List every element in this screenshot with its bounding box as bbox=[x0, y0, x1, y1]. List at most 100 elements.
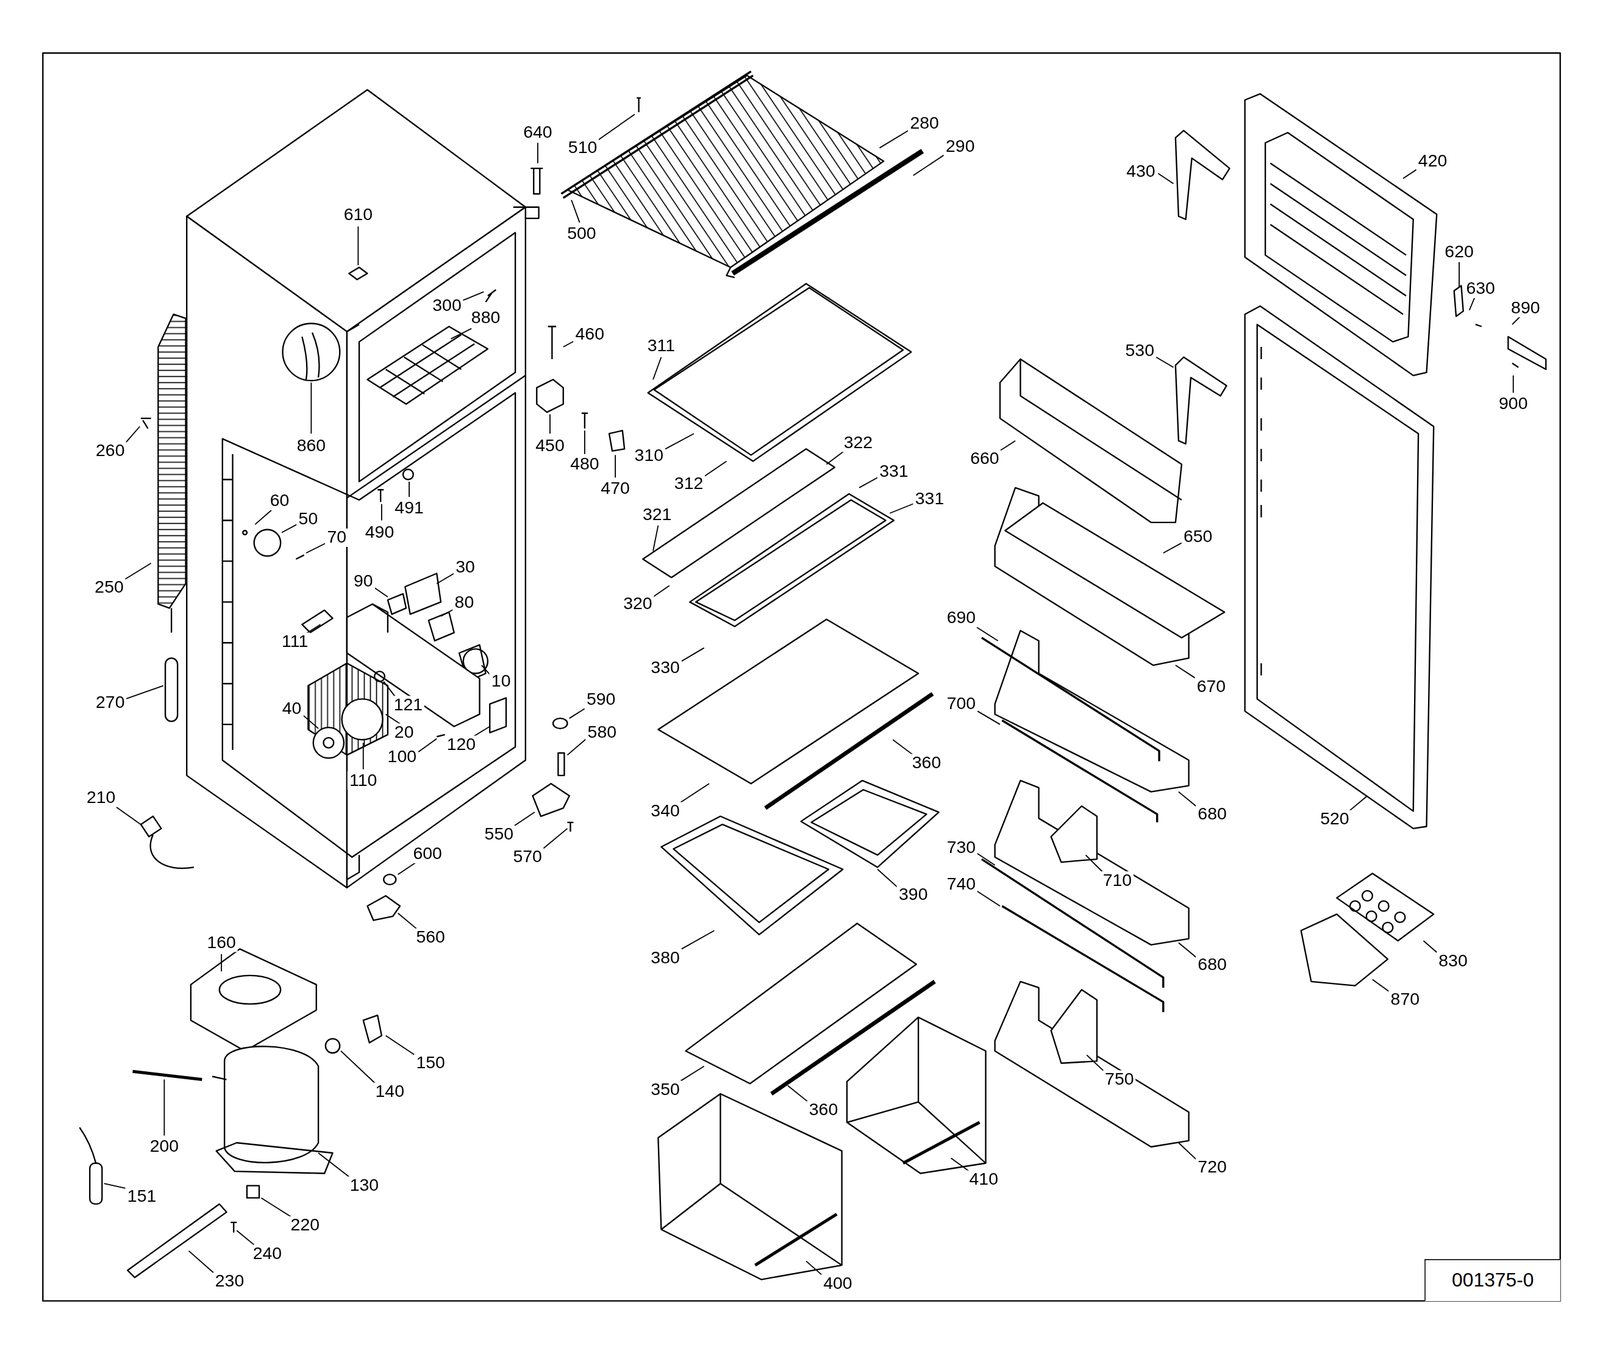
callout-number: 300 bbox=[430, 296, 464, 316]
callout-number: 491 bbox=[392, 498, 426, 518]
doors-and-gaskets-line bbox=[1270, 163, 1407, 315]
top-wire-shelf-line bbox=[636, 98, 641, 113]
glass-shelves-line bbox=[654, 287, 904, 455]
thermostat-and-lamp-line bbox=[372, 604, 388, 633]
callout-number: 360 bbox=[909, 754, 943, 773]
freezer-items-line bbox=[301, 332, 319, 380]
hinges-and-feet bbox=[367, 168, 625, 921]
top-wire-shelf-line bbox=[560, 71, 754, 199]
freezer-items-line bbox=[485, 289, 497, 302]
thermostat-and-lamp-line bbox=[387, 593, 407, 615]
callout-number: 60 bbox=[267, 492, 291, 511]
egg-tray-and-box-line bbox=[1378, 901, 1390, 912]
doors-and-gaskets-line bbox=[1245, 306, 1435, 829]
doors-and-gaskets-line bbox=[1175, 130, 1230, 220]
callout-number: 550 bbox=[482, 825, 516, 844]
thermostat-and-lamp-line bbox=[313, 727, 344, 758]
callout-number: 570 bbox=[510, 848, 544, 867]
thermostat-and-lamp-line bbox=[436, 734, 445, 737]
compressor-group-line bbox=[224, 1046, 319, 1163]
glass-shelves-line bbox=[695, 500, 886, 621]
callout-number: 140 bbox=[373, 1082, 407, 1102]
door-shelves-line bbox=[1020, 359, 1182, 500]
callout-number: 340 bbox=[648, 801, 682, 821]
callout-number: 470 bbox=[598, 479, 632, 499]
callout-number: 410 bbox=[967, 1170, 1000, 1189]
freezer-items-line bbox=[377, 489, 384, 502]
condenser bbox=[140, 314, 186, 722]
callout-number: 70 bbox=[325, 528, 349, 547]
callout-number: 880 bbox=[468, 309, 502, 328]
doors-and-gaskets-line bbox=[1257, 324, 1419, 811]
thermostat-and-lamp-line bbox=[342, 698, 383, 740]
callout-number: 312 bbox=[672, 474, 706, 493]
thermostat-and-lamp-line bbox=[242, 530, 247, 535]
cabinet-line bbox=[346, 207, 526, 888]
compressor-group-line bbox=[219, 975, 281, 1005]
hinges-and-feet-line bbox=[548, 326, 557, 360]
condenser-line bbox=[170, 607, 172, 633]
callout-number: 480 bbox=[568, 454, 602, 474]
callout-number: 590 bbox=[584, 690, 618, 710]
trays-and-crispers-line bbox=[657, 1093, 842, 1280]
cabinet-line bbox=[346, 375, 526, 499]
trays-and-crispers-line bbox=[846, 1017, 986, 1174]
trays-and-crispers-line bbox=[660, 1093, 842, 1266]
hinges-and-feet-line bbox=[553, 718, 568, 729]
freezer-items-line bbox=[379, 334, 475, 397]
callout-number: 740 bbox=[944, 875, 978, 894]
callout-number: 630 bbox=[1464, 279, 1497, 299]
callout-number: 20 bbox=[392, 723, 416, 742]
callout-number: 330 bbox=[648, 659, 682, 678]
callout-number: 100 bbox=[385, 748, 419, 767]
callout-number: 620 bbox=[1442, 242, 1476, 261]
callout-number: 650 bbox=[1181, 527, 1215, 546]
callout-number: 750 bbox=[1103, 1070, 1136, 1089]
compressor-group-line bbox=[325, 1039, 340, 1054]
hinges-and-feet-line bbox=[532, 783, 570, 817]
trays-and-crispers-line bbox=[660, 816, 843, 935]
thermostat-and-lamp-line bbox=[301, 610, 333, 633]
callout-number: 360 bbox=[806, 1101, 840, 1120]
callout-number: 200 bbox=[147, 1137, 181, 1157]
door-shelves-line bbox=[1051, 989, 1097, 1063]
trays-and-crispers-line bbox=[810, 789, 927, 855]
callout-number: 430 bbox=[1124, 162, 1158, 181]
compressor-group-line bbox=[230, 1222, 237, 1233]
callout-number: 40 bbox=[279, 700, 304, 719]
callout-number: 560 bbox=[414, 928, 447, 947]
doors-and-gaskets-line bbox=[1175, 357, 1227, 444]
callout-number: 150 bbox=[414, 1054, 447, 1073]
callout-number: 680 bbox=[1195, 956, 1229, 975]
leader-lines bbox=[104, 114, 1521, 1275]
callout-number: 331 bbox=[912, 489, 946, 508]
glass-shelves-line bbox=[648, 283, 912, 461]
part-number-text: 001375-0 bbox=[1445, 1269, 1540, 1293]
egg-tray-and-box-line bbox=[1350, 901, 1361, 912]
egg-tray-and-box-line bbox=[1395, 912, 1406, 923]
freezer-items-line bbox=[403, 469, 414, 480]
cabinet-line bbox=[346, 854, 360, 880]
egg-tray-and-box bbox=[1301, 873, 1435, 986]
thermostat-and-lamp-line bbox=[323, 737, 334, 749]
callout-number: 670 bbox=[1194, 677, 1228, 696]
callout-number: 530 bbox=[1123, 342, 1157, 361]
callout-number: 322 bbox=[841, 433, 875, 452]
hinges-and-feet-line bbox=[383, 874, 396, 885]
callout-number: 680 bbox=[1195, 804, 1229, 824]
egg-tray-and-box-line bbox=[1382, 922, 1394, 933]
condenser-line bbox=[165, 657, 178, 722]
top-wire-shelf bbox=[560, 71, 922, 278]
compressor-group bbox=[79, 816, 382, 1278]
callout-number: 400 bbox=[821, 1274, 855, 1293]
condenser-line bbox=[157, 314, 186, 608]
egg-tray-and-box-line bbox=[1362, 890, 1373, 902]
callout-number: 110 bbox=[347, 771, 380, 790]
callout-number: 720 bbox=[1195, 1157, 1229, 1177]
compressor-group-line bbox=[363, 1015, 382, 1043]
cabinet-line bbox=[186, 216, 347, 888]
freezer-items bbox=[282, 267, 497, 502]
compressor-group-line bbox=[127, 1204, 227, 1278]
callout-number: 80 bbox=[452, 593, 476, 613]
